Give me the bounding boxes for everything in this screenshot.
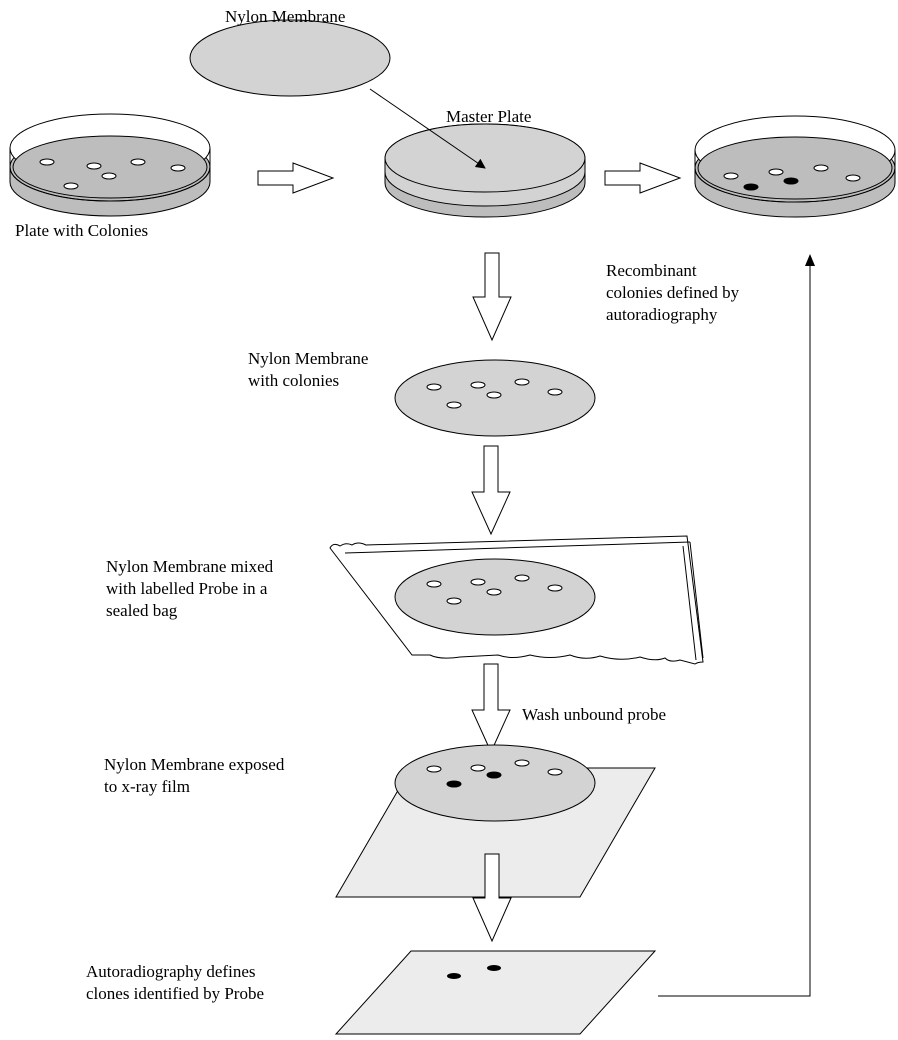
marked-colony (446, 780, 462, 788)
membrane-mixed-probe-label: Nylon Membrane mixed with labelled Probe… (106, 557, 274, 620)
recombinant-plate (694, 115, 896, 218)
membrane-with-colonies-label: Nylon Membrane with colonies (248, 349, 369, 390)
master-plate-label: Master Plate (446, 107, 532, 126)
nylon-membrane (189, 19, 391, 97)
colony (446, 401, 462, 409)
marked-colony (487, 965, 501, 971)
colony (170, 164, 186, 172)
colony (130, 158, 146, 166)
marked-colony (486, 771, 502, 779)
colony (426, 383, 442, 391)
membrane-with-colonies (394, 359, 596, 437)
colony (723, 172, 739, 180)
wash-unbound-probe-label: Wash unbound probe (522, 705, 667, 724)
master-plate (384, 123, 586, 218)
hollow-arrow-down-4 (472, 853, 512, 943)
colony (514, 574, 530, 582)
colonies (723, 164, 861, 191)
marked-colony (447, 973, 461, 979)
plate-with-colonies-label: Plate with Colonies (15, 221, 149, 240)
colony (470, 381, 486, 389)
colony (426, 765, 442, 773)
colony (845, 174, 861, 182)
autoradiograph-film (334, 950, 657, 1035)
colony (514, 759, 530, 767)
colony (86, 162, 102, 170)
colony (39, 158, 55, 166)
marked-colony (743, 183, 759, 191)
colony (101, 172, 117, 180)
hollow-arrow-right-2 (604, 162, 682, 194)
colony (768, 168, 784, 176)
hollow-arrow-down-1 (472, 252, 512, 342)
colony (470, 578, 486, 586)
nylon-membrane-label: Nylon Membrane (225, 7, 346, 26)
recombinant-colonies-label: Recombinant colonies defined by autoradi… (606, 261, 740, 324)
membrane-exposed-label: Nylon Membrane exposed to x-ray film (104, 755, 285, 796)
hollow-arrow-down-3 (471, 663, 511, 754)
colony (426, 580, 442, 588)
xray-film-with-membrane (335, 744, 656, 898)
colony (813, 164, 829, 172)
hollow-arrow-right-1 (257, 162, 335, 194)
colonies (39, 158, 186, 190)
colony (486, 588, 502, 596)
colony (514, 378, 530, 386)
colony (486, 391, 502, 399)
sealed-bag (329, 535, 704, 665)
marked-colony (783, 177, 799, 185)
colony (547, 584, 563, 592)
colony (446, 597, 462, 605)
hollow-arrow-down-2 (471, 445, 511, 536)
colony (547, 768, 563, 776)
colony (547, 388, 563, 396)
colony (63, 182, 79, 190)
autoradiography-label: Autoradiography defines clones identifie… (86, 962, 264, 1003)
plate-with-colonies (9, 113, 211, 217)
colony (470, 764, 486, 772)
feedback-arrow (658, 258, 811, 997)
membrane-placement-arrow (369, 88, 486, 169)
